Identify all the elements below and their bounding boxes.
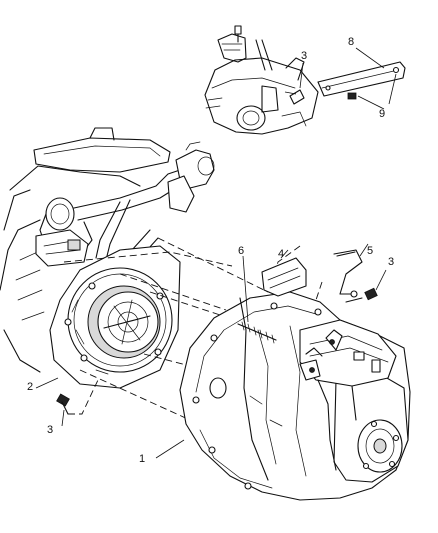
adapter-plate: [49, 245, 181, 389]
stud: [237, 255, 277, 344]
callout-3-left: 3: [47, 424, 54, 436]
wire-bracket: [333, 243, 369, 298]
callout-3-inset: 3: [301, 50, 308, 62]
callout-2: 2: [27, 381, 34, 393]
inset-mount-detail: [204, 25, 406, 135]
transaxle: [179, 291, 411, 501]
leader-2: [35, 377, 59, 389]
inspection-cover: [261, 249, 307, 297]
callout-9: 9: [379, 108, 386, 120]
callout-8: 8: [348, 36, 355, 48]
bolt-right: [345, 269, 387, 303]
leader-1: [155, 439, 185, 459]
callout-6: 6: [238, 245, 245, 257]
engine-block: [0, 127, 215, 373]
alignment-lines: [63, 237, 323, 421]
callout-4: 4: [278, 248, 285, 260]
callout-5: 5: [367, 245, 374, 257]
bolt-left: [56, 393, 70, 427]
callout-1: 1: [139, 453, 146, 465]
callout-3-right: 3: [388, 256, 395, 268]
